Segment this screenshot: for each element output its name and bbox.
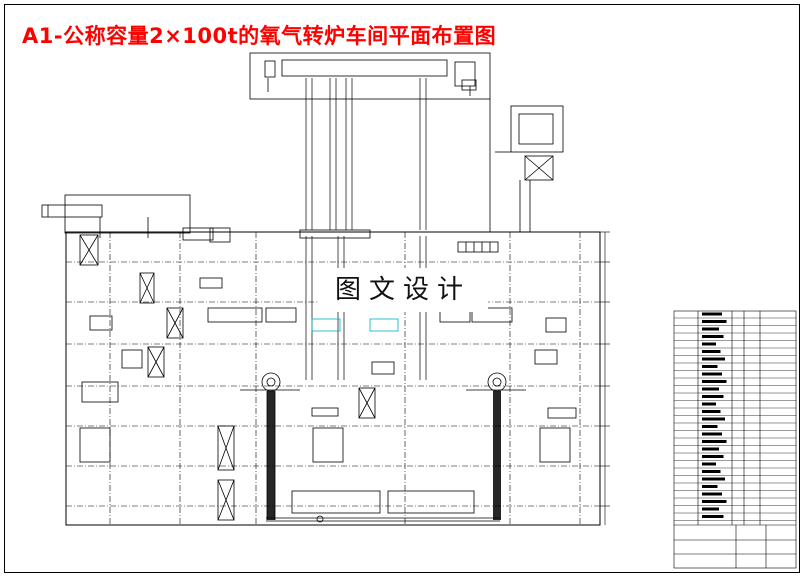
table-cell-mark [702,387,719,391]
table-cell-mark [702,432,722,436]
table-cell-mark [702,462,716,466]
table-cell-mark [702,455,724,458]
table-cell-mark [702,372,722,376]
table-cell-mark [702,515,724,518]
table-cell-mark [702,350,721,353]
table-cell-mark [702,417,725,421]
bottom-transfer-track [266,515,500,523]
dimension-marks [600,231,610,525]
equipment-boxes [79,229,577,521]
table-cell-mark [702,365,718,368]
table-cell-mark [702,380,727,383]
table-cell-mark [702,507,719,511]
table-cell-mark [702,402,716,406]
table-cell-mark [702,320,727,323]
table-cell-mark [702,410,721,413]
parts-table [673,310,797,569]
table-cell-mark [702,440,727,443]
left-top-structure [41,194,231,243]
converter-left [240,372,300,520]
right-top-structure [489,99,564,232]
cyan-labels [311,318,399,332]
table-cell-mark [702,500,727,503]
vertical-belts [305,78,427,380]
table-cell-mark [702,327,719,331]
top-conveyor-structure [249,52,491,100]
converter-right [466,372,526,520]
main-building [65,231,601,526]
table-cell-mark [702,335,724,338]
drawing-frame [4,4,800,573]
table-cell-mark [702,447,719,451]
table-cell-mark [702,477,725,481]
watermark-text: 图文设计 [318,268,488,312]
table-cell-mark [702,342,716,346]
table-cell-mark [702,357,725,361]
parts-table-rows: /* placeholder: rows drawn by script bel… [674,312,796,521]
table-cell-mark [702,470,721,473]
table-cell-mark [702,425,718,428]
table-cell-mark [702,492,722,496]
table-cell-mark [702,312,722,316]
drawing-title: A1-公称容量2×100t的氧气转炉车间平面布置图 [22,24,497,48]
table-cell-mark [702,395,724,398]
table-cell-mark [702,485,718,488]
grid-lines [66,232,600,525]
